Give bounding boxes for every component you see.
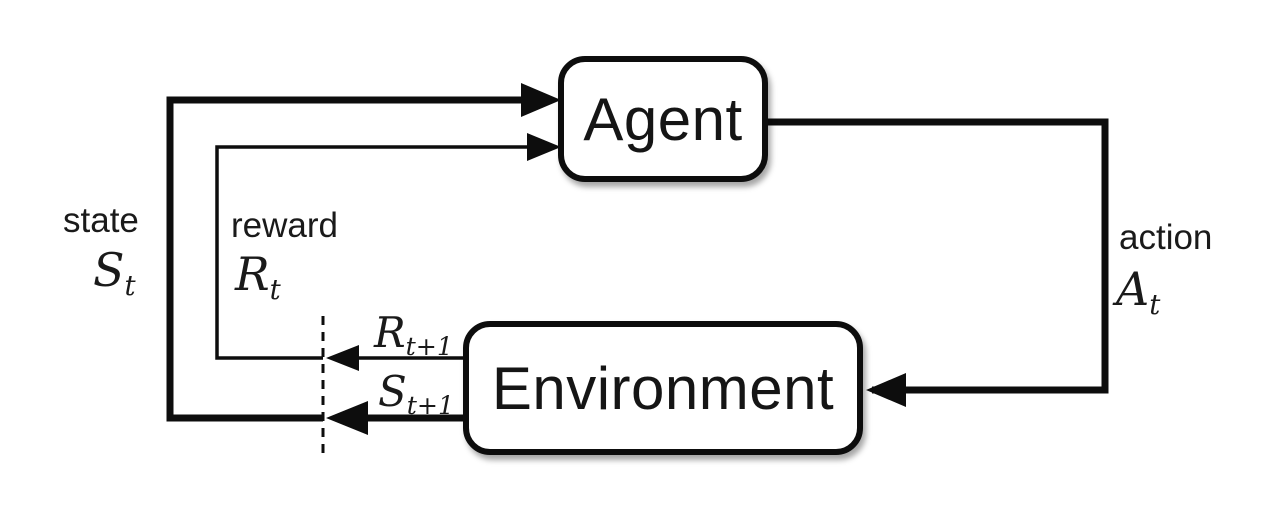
reward-word-label: reward bbox=[231, 206, 338, 245]
next-reward-symbol-subscript: t+1 bbox=[405, 332, 453, 362]
reward-symbol-subscript: t bbox=[269, 272, 281, 306]
state-arrowhead-into-agent-icon bbox=[521, 83, 561, 117]
state-symbol: St bbox=[93, 247, 136, 299]
next-state-symbol: St+1 bbox=[378, 371, 454, 419]
action-symbol-letter: A bbox=[1116, 262, 1150, 316]
action-symbol-subscript: t bbox=[1149, 287, 1161, 321]
action-arrowhead-icon bbox=[866, 373, 906, 407]
env-state-arrowhead-icon bbox=[326, 401, 368, 435]
action-line bbox=[768, 118, 1109, 394]
state-symbol-letter: S bbox=[93, 243, 125, 297]
env-reward-arrowhead-icon bbox=[326, 345, 359, 371]
reward-line bbox=[215, 145, 534, 360]
next-reward-symbol-letter: R bbox=[374, 308, 406, 357]
next-reward-symbol: Rt+1 bbox=[374, 312, 453, 360]
agent-node-label: Agent bbox=[583, 85, 743, 153]
next-state-symbol-letter: S bbox=[378, 367, 407, 416]
reward-symbol: Rt bbox=[235, 251, 281, 303]
action-word-label: action bbox=[1119, 218, 1213, 257]
state-line bbox=[166, 96, 527, 422]
agent-node: Agent bbox=[558, 56, 768, 182]
environment-node-label: Environment bbox=[491, 354, 835, 422]
next-state-symbol-subscript: t+1 bbox=[406, 391, 455, 421]
state-word-label: state bbox=[63, 201, 139, 240]
reward-symbol-letter: R bbox=[235, 247, 270, 301]
environment-node: Environment bbox=[463, 321, 863, 455]
action-symbol: At bbox=[1116, 266, 1160, 318]
reward-arrowhead-into-agent-icon bbox=[527, 133, 561, 161]
state-symbol-subscript: t bbox=[124, 268, 136, 302]
